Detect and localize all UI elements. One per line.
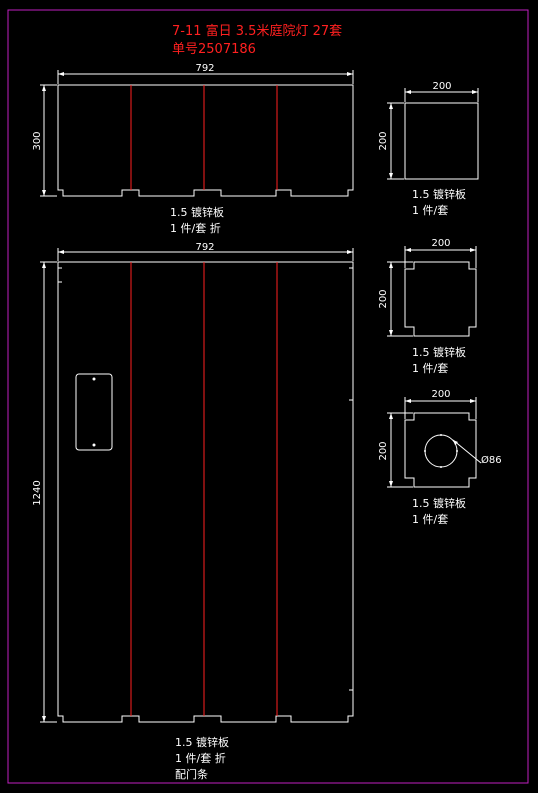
- square-notched-outline: [404, 261, 477, 337]
- hole-diameter-dim: Ø86: [481, 454, 502, 466]
- square-hole-qty-note: 1 件/套: [412, 513, 448, 526]
- door-panel: 792 1240 1.5 镀锌板 1 件/套 折 配门条: [32, 242, 354, 781]
- door-cutout: [75, 373, 113, 451]
- square-notched-height-dim: 200: [378, 289, 389, 308]
- square-hole-width-dim: 200: [431, 389, 450, 400]
- square-hole-height-dim: 200: [378, 441, 389, 460]
- mounting-hole: [92, 377, 96, 381]
- mounting-hole: [92, 443, 96, 447]
- square-notched-material-note: 1.5 镀锌板: [412, 345, 466, 359]
- door-panel-extra-note: 配门条: [175, 767, 208, 781]
- top-panel: 792 300 1.5 镀锌板 1 件/套 折: [32, 63, 354, 235]
- top-panel-width-dim: 792: [195, 63, 214, 74]
- top-panel-qty-note: 1 件/套 折: [170, 221, 221, 235]
- top-panel-height-dim: 300: [32, 131, 43, 150]
- square-notched-qty-note: 1 件/套: [412, 362, 448, 375]
- door-panel-outline: [57, 261, 354, 723]
- square-plain-material-note: 1.5 镀锌板: [412, 187, 466, 201]
- square-notched-width-dim: 200: [431, 238, 450, 249]
- door-panel-material-note: 1.5 镀锌板: [175, 735, 229, 749]
- square-notched-panel: 200 200 1.5 镀锌板 1 件/套: [378, 238, 477, 375]
- top-panel-outline: [57, 84, 354, 197]
- square-hole-panel: Ø86 200 200 1.5 镀锌板 1 件/套: [378, 389, 502, 526]
- square-plain-width-dim: 200: [432, 81, 451, 92]
- door-panel-height-dim: 1240: [32, 480, 43, 505]
- square-plain-qty-note: 1 件/套: [412, 204, 448, 217]
- title-text: 7-11 富日 3.5米庭院灯 27套: [172, 23, 342, 39]
- square-hole-material-note: 1.5 镀锌板: [412, 496, 466, 510]
- square-plain-panel: 200 200 1.5 镀锌板 1 件/套: [378, 81, 479, 217]
- center-hole: [424, 434, 458, 468]
- leader-line: [452, 439, 482, 464]
- drawing-frame: [7, 9, 529, 784]
- square-hole-outline: [404, 412, 477, 488]
- door-panel-width-dim: 792: [195, 242, 214, 253]
- order-number-text: 单号2507186: [172, 42, 256, 57]
- square-plain-height-dim: 200: [378, 131, 389, 150]
- square-plain-outline: [404, 102, 479, 180]
- top-panel-material-note: 1.5 镀锌板: [170, 205, 224, 219]
- door-panel-qty-note: 1 件/套 折: [175, 751, 226, 765]
